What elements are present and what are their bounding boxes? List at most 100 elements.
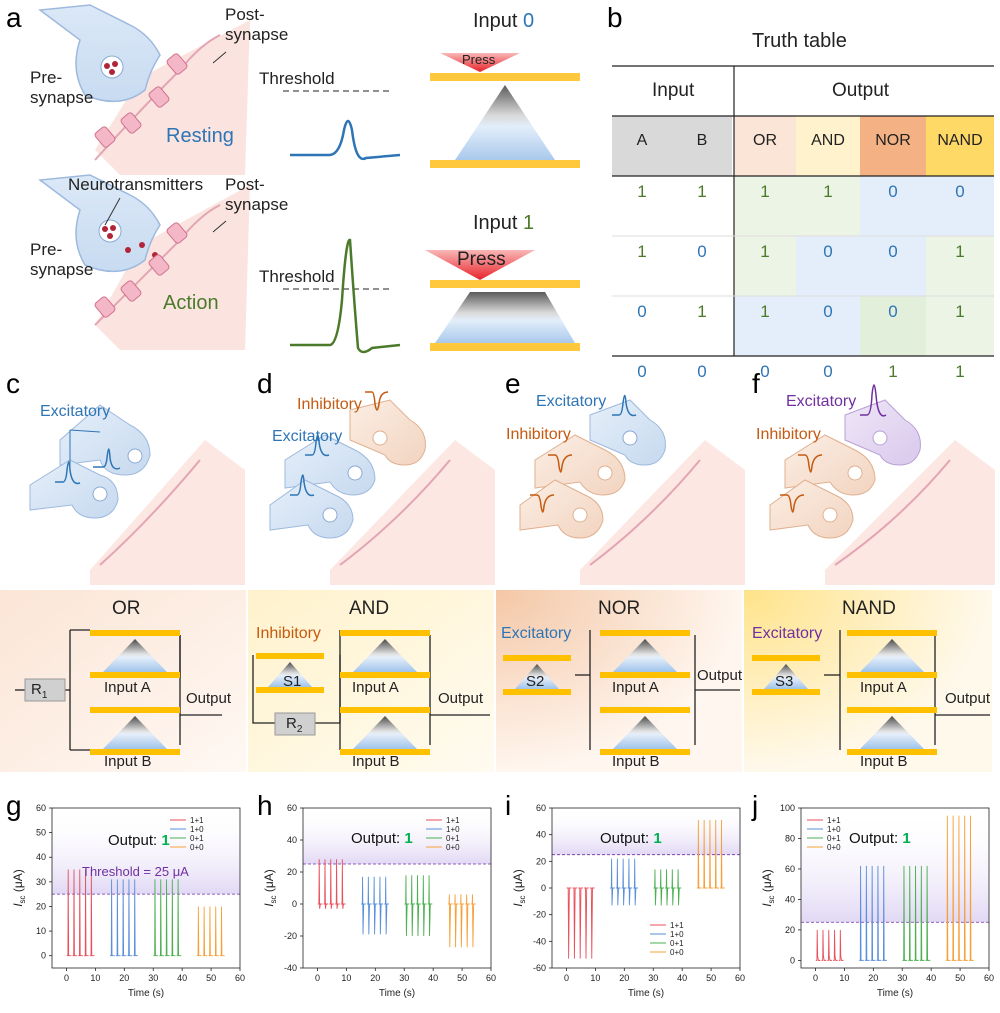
above-threshold-region: [552, 808, 740, 855]
resistor-letter: R: [286, 715, 297, 732]
y-tick-label: 0: [292, 899, 297, 909]
y-tick-label: 80: [785, 833, 795, 843]
legend-label: 1+0: [446, 825, 460, 834]
x-tick-label: 10: [341, 973, 351, 983]
nor-output-label: Output: [697, 667, 743, 684]
spike-train: [815, 929, 844, 961]
truth-table-cell: 0: [823, 362, 833, 381]
spike-train: [610, 858, 638, 906]
spike-train: [66, 869, 95, 957]
press-label: Press: [462, 52, 496, 67]
press-arrow: [425, 250, 535, 280]
truth-table-col-header: A: [636, 132, 648, 149]
inhibitory-label: Inhibitory: [297, 396, 362, 413]
x-tick-label: 50: [955, 973, 965, 983]
series-0-plus-0: [196, 906, 225, 957]
truth-table-cell: 0: [760, 362, 770, 381]
legend-label: 0+1: [446, 834, 460, 843]
excitatory-label: Excitatory: [786, 393, 857, 410]
plot-frame: [800, 807, 990, 969]
truth-table-col-header: NOR: [875, 132, 911, 149]
resting-waveform: [290, 119, 401, 161]
truth-table-col-header: B: [696, 132, 708, 149]
y-tick-label: 40: [785, 894, 795, 904]
panel-label-d: d: [257, 368, 273, 399]
legend-label: 0+1: [670, 939, 684, 948]
legend-label: 0+0: [446, 843, 460, 852]
panel-label-i: i: [505, 790, 512, 821]
output-label: Output: 1: [849, 830, 911, 847]
x-tick-label: 0: [564, 973, 569, 983]
truth-table-cell: 0: [888, 242, 898, 261]
input-value: 0: [523, 10, 535, 32]
or-input-b-label: Input B: [104, 753, 152, 770]
y-tick-label: 40: [36, 852, 46, 862]
input-prefix: Input: [473, 212, 524, 234]
x-tick-label: 10: [590, 973, 600, 983]
resistor-r2-label: R2: [286, 715, 302, 735]
y-tick-label: 20: [785, 925, 795, 935]
truth-table-cell: 1: [637, 182, 647, 201]
truth-table-cell: 0: [637, 302, 647, 321]
output-label: Output: 1: [600, 830, 662, 847]
resistor-letter: R: [31, 681, 42, 698]
resting-label: Resting: [166, 125, 234, 147]
nand-excitatory-label: Excitatory: [752, 625, 823, 642]
threshold-label: Threshold: [259, 69, 335, 88]
legend-label: 0+0: [670, 948, 684, 957]
x-tick-label: 10: [90, 973, 100, 983]
synapse-panel-d: [269, 391, 495, 585]
legend-label: 1+1: [446, 816, 460, 825]
truth-table-cell: 1: [888, 362, 898, 381]
x-tick-label: 30: [648, 973, 658, 983]
legend-label: 1+0: [670, 930, 684, 939]
post-synapse-membrane: [95, 20, 250, 175]
y-tick-label: -20: [533, 910, 546, 920]
vesicle: [100, 55, 124, 79]
output-label: Output: 1: [108, 832, 170, 849]
triboelectric-layer: [455, 85, 555, 160]
x-tick-label: 40: [926, 973, 936, 983]
y-tick-label: 0: [41, 951, 46, 961]
above-threshold-region: [801, 808, 989, 923]
x-tick-label: 20: [868, 973, 878, 983]
top-electrode: [430, 73, 580, 81]
truth-table-col-header: AND: [811, 132, 845, 149]
series-0-plus-1: [404, 875, 433, 937]
x-axis-label: Time (s): [877, 988, 913, 999]
truth-table-cell: 0: [955, 182, 965, 201]
series-0-plus-1: [653, 869, 682, 906]
y-tick-label: 50: [36, 828, 46, 838]
spike-train: [196, 906, 225, 957]
truth-table-col-header: NAND: [937, 132, 983, 149]
truth-table-cell: 0: [697, 242, 707, 261]
action-waveform: [290, 238, 401, 354]
panel-label-f: f: [752, 368, 760, 399]
series-1-plus-0: [859, 865, 887, 961]
x-axis-label: Time (s): [628, 988, 664, 999]
truth-table-cell: 1: [760, 182, 770, 201]
legend-label: 1+1: [190, 816, 204, 825]
and-title: AND: [349, 598, 390, 619]
legend-label: 0+1: [190, 834, 204, 843]
series-1-plus-1: [317, 859, 346, 909]
and-inhibitory-label: Inhibitory: [256, 625, 321, 642]
spike-train: [653, 869, 682, 906]
y-tick-label: 60: [287, 803, 297, 813]
truth-table-cell: 1: [637, 242, 647, 261]
inhibitory-label: Inhibitory: [506, 426, 571, 443]
y-tick-label: 20: [36, 901, 46, 911]
bottom-electrode: [430, 343, 580, 351]
truth-table-cell: 1: [760, 302, 770, 321]
action-label: Action: [163, 292, 219, 314]
and-input-b-label: Input B: [352, 753, 400, 770]
spike-train: [566, 887, 595, 959]
series-1-plus-0: [110, 879, 138, 957]
y-axis-label: Isc (μA): [760, 869, 776, 907]
logic-circuits: [0, 590, 992, 772]
switch-s1-label: S1: [283, 673, 302, 690]
x-tick-label: 10: [839, 973, 849, 983]
series-0-plus-0: [945, 815, 974, 961]
